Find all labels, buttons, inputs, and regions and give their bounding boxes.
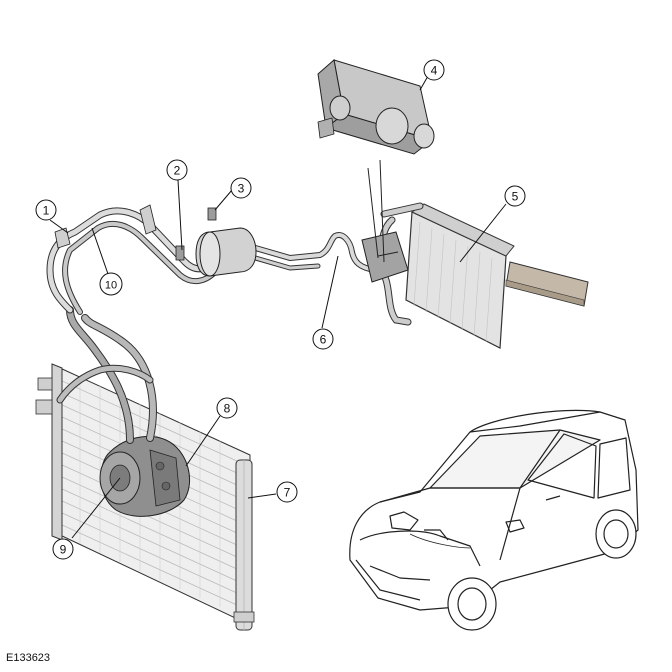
callout-3: 3	[230, 177, 252, 199]
callout-2-label: 2	[174, 164, 181, 178]
callout-4-label: 4	[431, 64, 438, 78]
leader-lines	[49, 75, 507, 539]
receiver-drier	[233, 459, 255, 631]
compressor	[99, 435, 191, 517]
callout-9: 9	[52, 538, 74, 560]
callout-10-label: 10	[105, 280, 117, 292]
callout-10: 10	[99, 272, 123, 296]
vehicle-illustration	[349, 409, 639, 631]
callout-1-label: 1	[43, 204, 50, 218]
figure-reference-code: E133623	[6, 652, 51, 664]
callout-3-label: 3	[238, 182, 245, 196]
muffler	[195, 227, 257, 277]
callout-1: 1	[35, 199, 57, 221]
expansion-valve	[317, 59, 435, 263]
callout-9-label: 9	[60, 543, 67, 557]
evaporator	[361, 202, 589, 349]
callout-5-label: 5	[512, 190, 519, 204]
callout-2: 2	[166, 159, 188, 181]
callout-6-label: 6	[320, 333, 327, 347]
service-valves	[54, 204, 217, 261]
callout-7: 7	[276, 481, 298, 503]
callout-8: 8	[216, 397, 238, 419]
callout-8-label: 8	[224, 402, 231, 416]
callout-6: 6	[312, 328, 334, 350]
callout-5: 5	[504, 185, 526, 207]
refrigerant-pipes	[46, 207, 378, 315]
callout-7-label: 7	[284, 486, 291, 500]
compressor-hoses	[56, 306, 157, 444]
callout-4: 4	[423, 59, 445, 81]
